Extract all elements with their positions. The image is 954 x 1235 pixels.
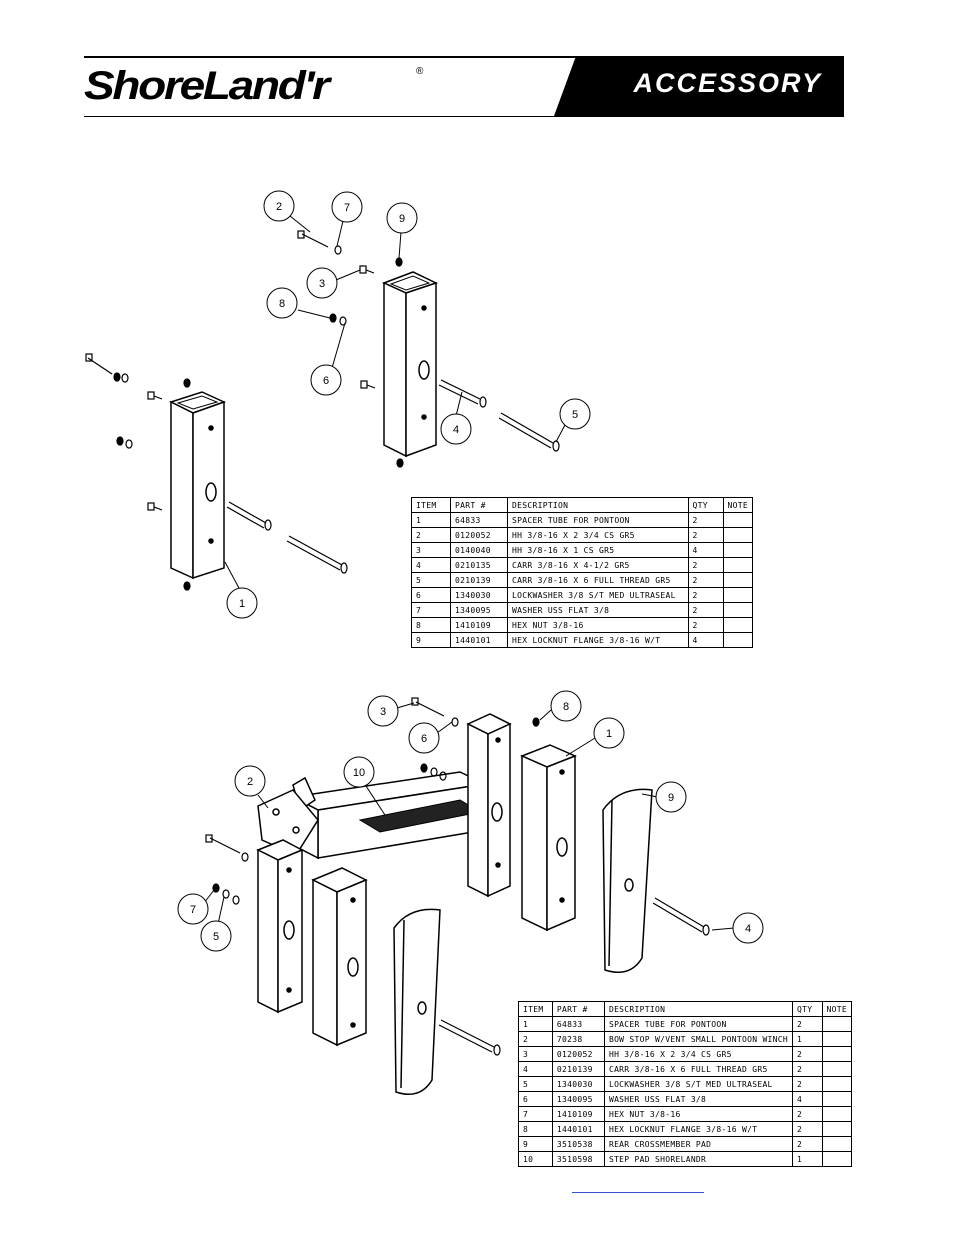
svg-text:7: 7 [190,904,196,916]
balloon-bottom-3: 3 [367,695,399,727]
accessory-badge: ACCESSORY [554,56,844,116]
balloon-top-4: 4 [440,413,472,445]
bow-stop-plate [257,789,319,856]
svg-text:3: 3 [380,706,386,718]
balloon-top-6: 6 [310,364,342,396]
svg-text:7: 7 [344,202,350,214]
svg-text:1: 1 [606,728,612,740]
balloon-top-1: 1 [226,587,258,619]
svg-text:10: 10 [353,767,365,779]
svg-text:6: 6 [323,375,329,387]
fasteners-bottom [205,697,710,1056]
balloon-bottom-1: 1 [593,717,625,749]
col-item: ITEM [518,1001,553,1017]
table-header-row: ITEM PART # DESCRIPTION QTY NOTE [411,497,754,513]
svg-text:8: 8 [563,701,569,713]
svg-text:6: 6 [421,733,427,745]
footer-link[interactable] [572,1183,704,1193]
col-description: DESCRIPTION [603,1001,794,1017]
brand-logo: ShoreLand'r [84,64,330,108]
crossmember-pad-left [393,908,441,1095]
svg-text:2: 2 [247,776,253,788]
spacer-tube-right-bottom [520,744,577,932]
balloon-bottom-9: 9 [655,781,687,813]
spacer-tube-right [382,271,438,458]
svg-text:5: 5 [213,931,219,943]
svg-text:9: 9 [399,213,405,225]
col-item: ITEM [411,497,451,513]
page-header: ShoreLand'r ® ACCESSORY [84,56,844,117]
balloon-top-9: 9 [386,202,418,234]
spacer-tube-left [169,391,227,580]
svg-text:1: 1 [239,598,245,610]
balloon-bottom-10: 10 [343,756,375,788]
spacer-tube-front-left [256,839,304,1014]
svg-text:4: 4 [745,923,751,935]
balloons-top [224,215,567,591]
col-part: PART # [450,497,508,513]
col-description: DESCRIPTION [507,497,689,513]
col-qty: QTY [687,497,724,513]
svg-text:4: 4 [453,424,459,436]
balloon-top-7: 7 [331,191,363,223]
col-part: PART # [551,1001,605,1017]
col-qty: QTY [792,1001,823,1017]
balloon-top-8: 8 [266,287,298,319]
top-assembly-drawing [85,215,567,591]
balloons-bottom [203,702,735,931]
table-header-row: ITEM PART # DESCRIPTION QTY NOTE [518,1001,852,1017]
svg-text:5: 5 [572,409,578,421]
bottom-assembly-drawing [203,697,735,1095]
balloon-bottom-4: 4 [732,912,764,944]
svg-text:3: 3 [319,278,325,290]
balloon-top-5: 5 [559,398,591,430]
spacer-tube-front-right [311,867,368,1047]
registered-mark: ® [416,66,424,77]
svg-text:8: 8 [279,298,285,310]
balloon-bottom-2: 2 [234,765,266,797]
balloon-top-2: 2 [263,190,295,222]
balloon-bottom-6: 6 [408,722,440,754]
svg-text:2: 2 [276,201,282,213]
spacer-tube-rear [466,713,512,898]
svg-text:9: 9 [668,792,674,804]
balloon-bottom-8: 8 [550,690,582,722]
col-note: NOTE [722,497,754,513]
balloon-bottom-5: 5 [200,920,232,952]
col-note: NOTE [821,1001,852,1017]
balloon-top-3: 3 [306,267,338,299]
accessory-label: ACCESSORY [633,68,822,98]
balloon-bottom-7: 7 [177,893,209,925]
crossmember-pad-right [602,788,653,973]
